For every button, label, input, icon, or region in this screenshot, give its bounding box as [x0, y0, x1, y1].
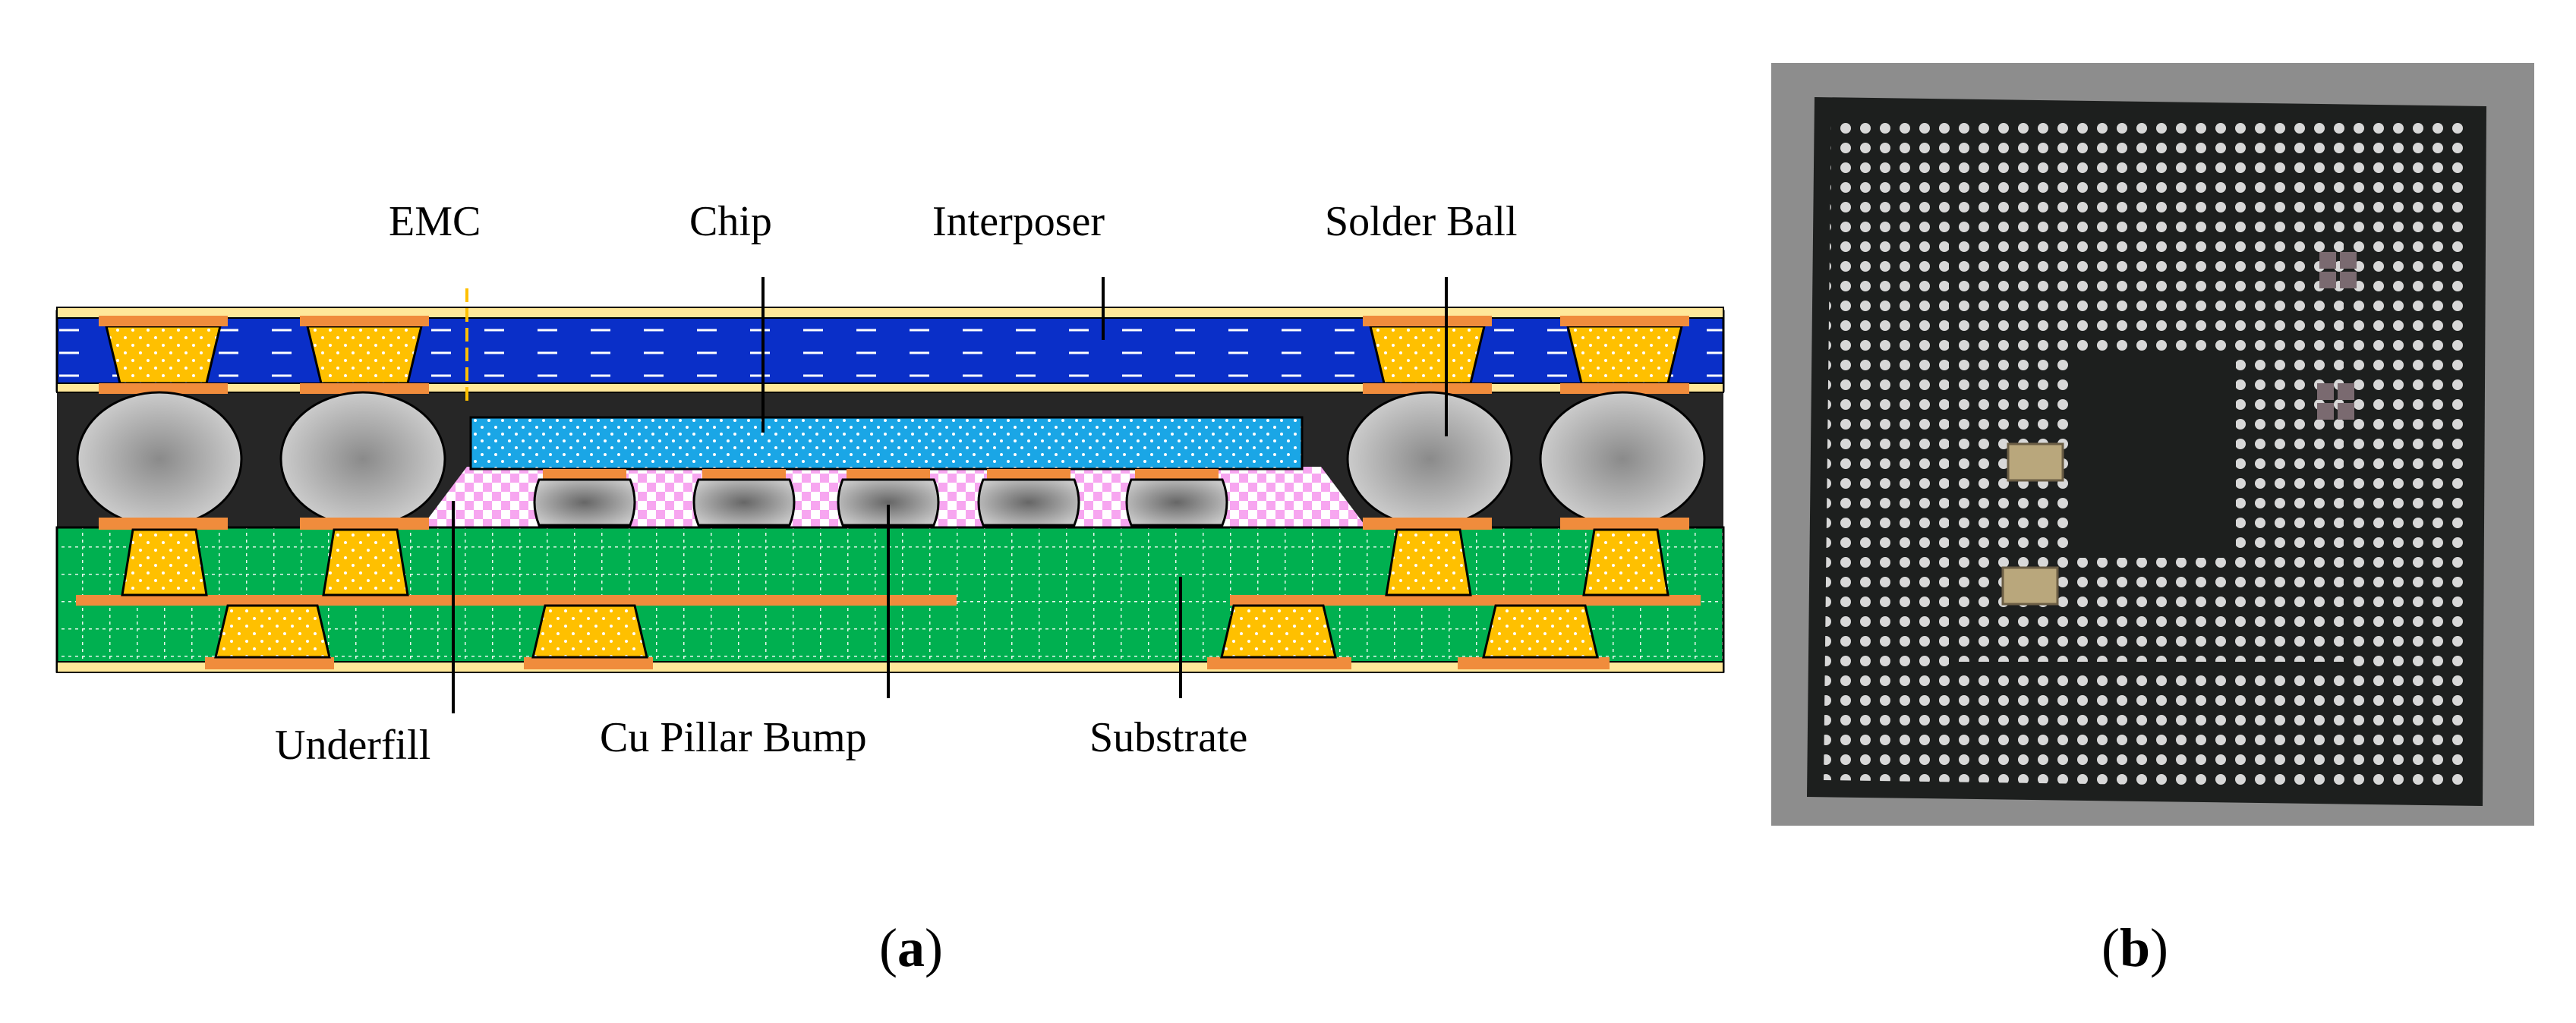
- label-interposer: Interposer: [932, 198, 1105, 245]
- label-cu-pillar-bump: Cu Pillar Bump: [600, 714, 867, 761]
- component-4: [2317, 383, 2354, 420]
- solder-balls: [76, 391, 1706, 527]
- cross-section-diagram: EMC Chip Interposer Solder Ball Underfil…: [55, 198, 1725, 978]
- panel-a-letter: a: [897, 918, 925, 978]
- leader-lines: [452, 277, 1448, 713]
- cu-pillar-bumps: [533, 469, 1228, 527]
- component-2: [2001, 566, 2059, 606]
- interposer-top-skin: [56, 307, 1724, 319]
- chip: [469, 416, 1304, 471]
- label-solder-ball: Solder Ball: [1325, 198, 1518, 245]
- component-3: [2319, 252, 2357, 288]
- label-substrate: Substrate: [1089, 714, 1247, 761]
- interposer-vias: [99, 316, 1689, 394]
- substrate-pads: [56, 518, 1724, 673]
- substrate-vias: [121, 528, 1670, 659]
- bga-core-empty: [2076, 357, 2236, 558]
- panel-b-caption: (b): [2101, 918, 2168, 978]
- panel-b-letter: b: [2120, 918, 2150, 978]
- label-emc: EMC: [389, 198, 481, 245]
- component-1: [2007, 442, 2064, 482]
- interposer-bottom-skin: [56, 382, 1724, 393]
- label-underfill: Underfill: [275, 722, 430, 769]
- label-chip: Chip: [689, 198, 772, 245]
- panel-a-caption: (a): [879, 918, 943, 978]
- package-photo: (b): [1771, 63, 2534, 978]
